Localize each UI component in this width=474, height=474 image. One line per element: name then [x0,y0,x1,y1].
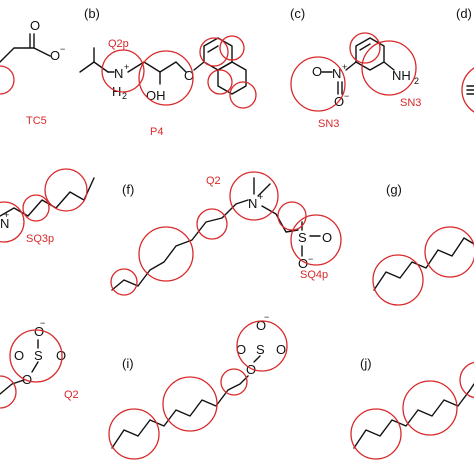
charge-minus: − [40,318,45,328]
atom-o: O [246,362,256,377]
bead-circle [138,226,194,282]
bead-circle [220,368,248,396]
bead-circle [402,380,458,436]
charge-plus: + [124,62,129,72]
panel-label-d: (d) [456,6,472,21]
bead-label-tc5: TC5 [26,115,47,127]
bead-circle [9,329,63,383]
charge-plus: + [4,210,9,220]
bead-circle [229,171,279,221]
bead-label-sn3: SN3 [318,118,339,130]
panel-g: (g) [372,182,474,306]
bead-circle [108,408,160,460]
atom-o: O [56,348,66,363]
bead-label-q2: Q2 [206,175,221,187]
atom-o: O [30,18,40,33]
bead-label-p4: P4 [150,126,163,138]
bead-circle [110,268,138,296]
bead-circle [44,168,88,212]
bead-circle [199,37,229,67]
atom-o: O [256,318,266,333]
atom-nh: NH [392,68,411,83]
panel-i: (i) O S O − O O [108,312,288,460]
atom-o: O [312,64,322,79]
bead-circle [461,67,474,113]
panel-label-g: (g) [386,182,402,197]
bead-circle [290,214,342,266]
atom-n: N [0,216,9,231]
atom-o: O [322,230,332,245]
bead-label-q2p: Q2p [108,38,129,50]
panel-d-fragment: (d) [456,6,474,113]
subscript-2: 2 [122,91,127,101]
charge-plus: + [342,62,347,72]
atom-o: O [236,342,246,357]
panel-h-fragment: O S O − O O Q2 [0,318,79,409]
atom-s: S [34,348,43,363]
charge-minus: − [308,254,313,264]
panel-b: (b) N + H 2 OH O Q2p P4 [79,6,257,138]
charge-minus: − [344,91,349,101]
bead-circle [229,81,257,109]
bead-label-sq4p: SQ4p [300,269,328,281]
atom-o: O [184,68,194,83]
panel-label-b: (b) [84,6,100,21]
panel-label-f: (f) [122,182,134,197]
charge-minus: − [264,312,269,322]
bead-circle [219,35,245,61]
bead-circle [372,254,424,306]
atom-n: N [332,66,341,81]
panel-a-fragment: O O − TC5 [0,18,65,127]
atom-o: O [22,372,32,387]
atom-oh: OH [146,88,166,103]
atom-o: O [14,348,24,363]
panel-f: (f) N + S O O − Q2 SQ4p [110,171,342,296]
bead-circle [138,50,194,106]
bead-label-q2: Q2 [64,389,79,401]
bead-circle [0,201,25,243]
bead-label-sn3: SN3 [400,97,421,109]
bead-circle [0,375,17,409]
bead-circle [361,40,417,96]
charge-plus: + [258,192,263,202]
atom-s: S [256,342,265,357]
bead-circle [277,201,307,231]
atom-o: O [276,342,286,357]
bead-circle [290,56,346,112]
panel-label-c: (c) [290,6,305,21]
atom-n: N [114,66,123,81]
atom-o: O [298,256,308,271]
bead-circle [350,408,402,460]
subscript-2: 2 [414,76,419,86]
atom-n: N [248,196,257,211]
panel-e-fragment: N + SQ3p [0,168,95,245]
bead-circle [459,361,474,399]
bead-circle [196,208,228,240]
panel-c: (c) O N + O − NH 2 SN3 SN3 [290,6,421,130]
bead-circle [236,320,288,372]
bead-circle [424,226,474,278]
bead-circle [22,194,50,222]
bead-circle [207,69,233,95]
bead-circle [162,376,218,432]
panel-label-j: (j) [360,356,372,371]
bead-label-sq3p: SQ3p [26,233,54,245]
bead-circle [349,32,381,64]
atom-o: O [50,48,60,63]
charge-minus: − [60,44,65,54]
panel-j: (j) [350,356,474,460]
atom-s: S [298,230,307,245]
panel-label-i: (i) [122,356,134,371]
bead-circle [0,65,15,95]
atom-o: O [34,324,44,339]
bead-circle [101,49,145,93]
